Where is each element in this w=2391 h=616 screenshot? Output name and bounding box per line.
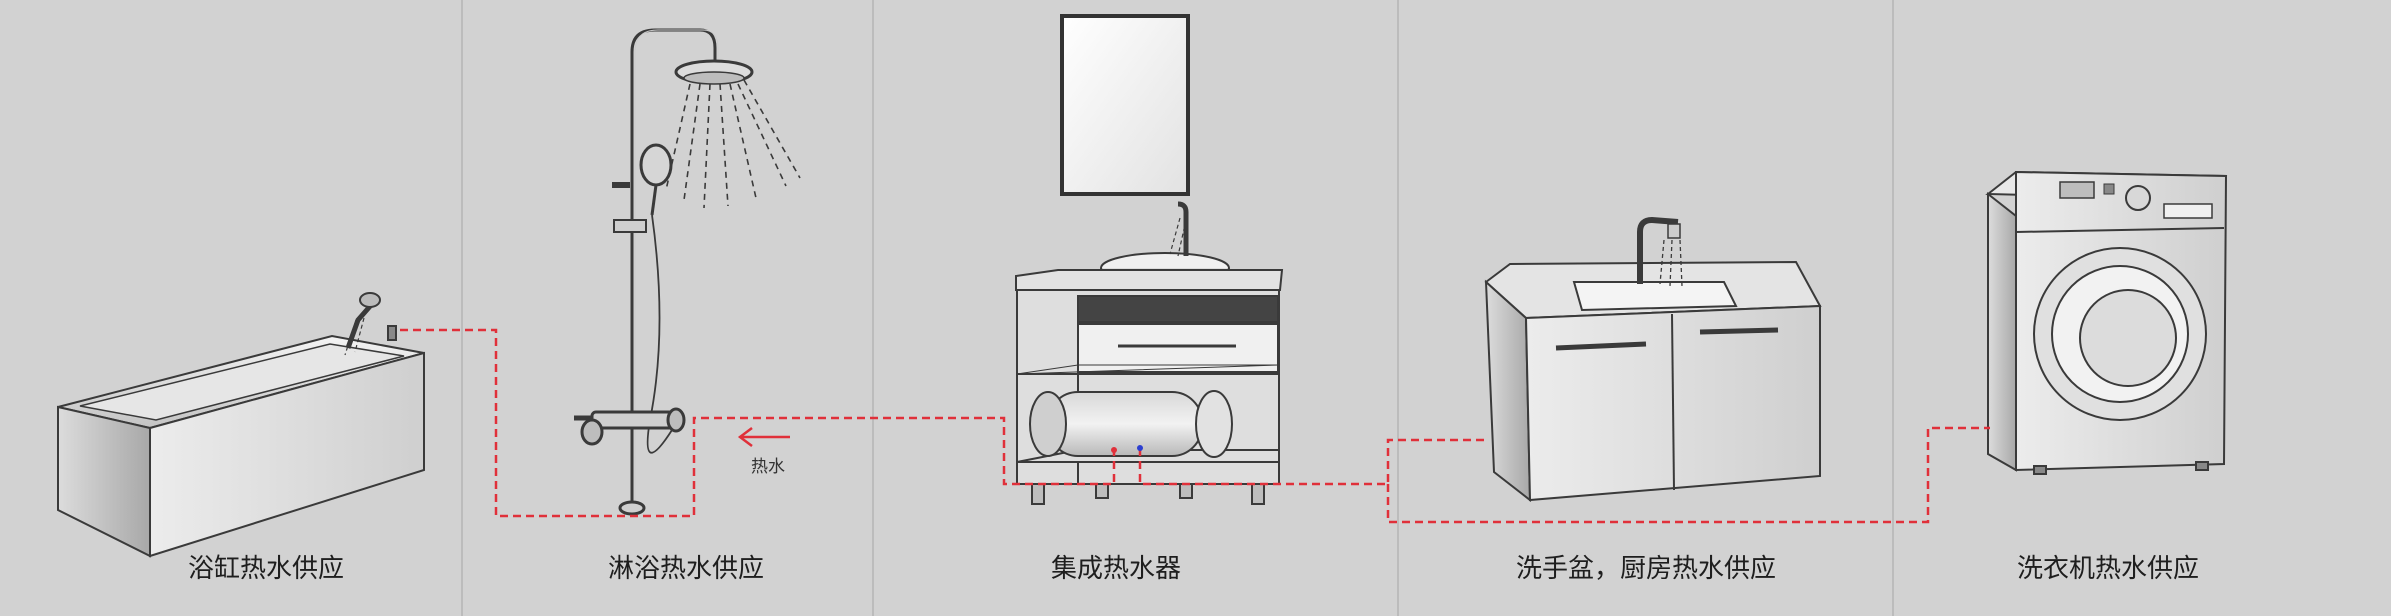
section-divider bbox=[461, 0, 463, 616]
hot-outlet-marker bbox=[1111, 447, 1117, 453]
caption-heater: 集成热水器 bbox=[1050, 554, 1181, 584]
section-divider bbox=[1397, 0, 1399, 616]
hot-water-pipe bbox=[400, 328, 1116, 518]
section-divider bbox=[1892, 0, 1894, 616]
supply-pipe bbox=[1138, 426, 1990, 524]
vanity-cabinet-icon bbox=[1015, 201, 1284, 505]
caption-shower: 淋浴热水供应 bbox=[607, 554, 764, 584]
flow-arrow-icon bbox=[737, 427, 790, 447]
caption-sink: 洗手盆，厨房热水供应 bbox=[1515, 554, 1776, 584]
kitchen-cabinet-icon bbox=[1484, 260, 1822, 503]
flow-label: 热水 bbox=[751, 457, 785, 477]
cold-inlet-marker bbox=[1137, 445, 1143, 451]
shower-icon bbox=[574, 28, 801, 516]
caption-washer: 洗衣机热水供应 bbox=[2016, 554, 2199, 584]
faucet-icon bbox=[1637, 216, 1683, 287]
bathtub-icon bbox=[57, 292, 425, 558]
mirror-icon bbox=[1060, 14, 1190, 196]
water-tank-icon bbox=[1029, 390, 1233, 458]
section-divider bbox=[872, 0, 874, 616]
washing-machine-icon bbox=[1985, 170, 2228, 475]
caption-bathtub: 浴缸热水供应 bbox=[187, 554, 344, 584]
